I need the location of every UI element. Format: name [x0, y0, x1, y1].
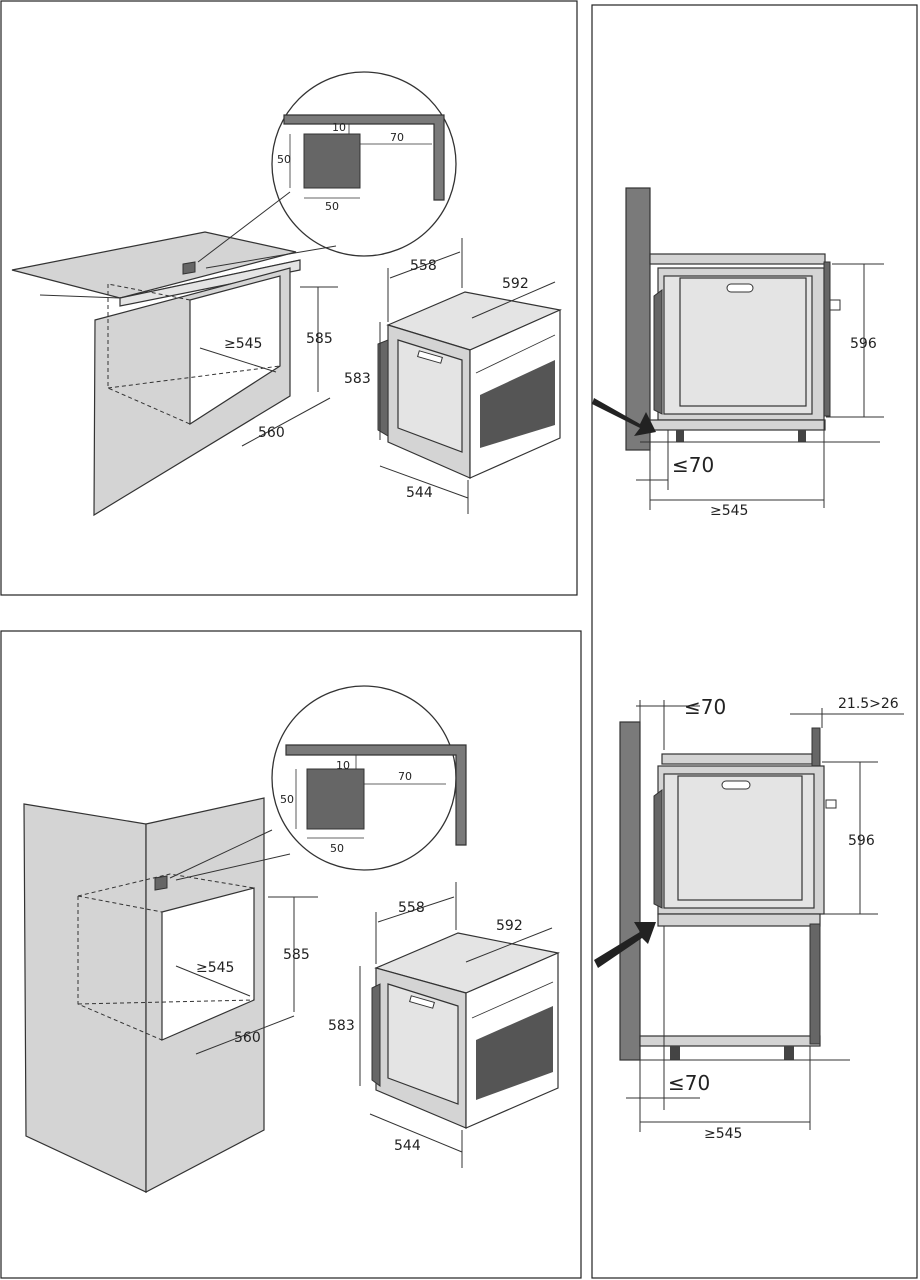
top-left-diagram: ≥545 585 560 10 70 50 50 558 592 [11, 71, 562, 517]
arrow-icon-2 [594, 922, 656, 968]
vent-cutout [182, 261, 196, 275]
right-bottom-section: ≤70 21.5>26 596 ≤70 ≥545 [594, 695, 904, 1142]
niche-width-label-2: 560 [234, 1030, 261, 1046]
vent-square [303, 133, 361, 189]
niche-depth-label: ≥545 [224, 336, 262, 352]
right-top-gap-label: ≤70 [672, 453, 714, 477]
detail-dim-70: 70 [390, 131, 404, 144]
vent-square-2 [306, 768, 365, 830]
detail-dim-50-side-2: 50 [280, 793, 294, 806]
oven-height-label-2: 583 [328, 1018, 355, 1034]
oven-depth-bottom-label: 544 [406, 485, 433, 501]
wall-top [625, 187, 651, 451]
oven-width-label: 592 [502, 276, 529, 292]
detail-magnifier [271, 71, 457, 257]
niche-width-label: 560 [258, 425, 285, 441]
right-top-depth-label: ≥545 [710, 503, 748, 519]
oven-width-label-2: 592 [496, 918, 523, 934]
panel-frame-top-left [0, 0, 578, 596]
detail-dim-50-side: 50 [277, 153, 291, 166]
right-bottom-height-label: 596 [848, 833, 875, 849]
panel-frame-right [591, 4, 918, 1279]
oven-depth-top-label: 558 [410, 258, 437, 274]
right-bottom-depth-label: ≥545 [704, 1126, 742, 1142]
right-bottom-offset-label: 21.5>26 [838, 696, 899, 712]
detail-dim-10-2: 10 [336, 759, 350, 772]
oven-height-label: 583 [344, 371, 371, 387]
right-top-height-label: 596 [850, 336, 877, 352]
niche-depth-label-2: ≥545 [196, 960, 234, 976]
bottom-left-diagram: ≥545 585 560 10 70 50 50 558 592 583 [23, 685, 560, 1193]
oven-depth-top-label-2: 558 [398, 900, 425, 916]
niche-opening [189, 275, 281, 426]
wall-bottom [619, 721, 641, 1061]
right-bottom-gap-top-label: ≤70 [684, 695, 726, 719]
oven-isometric [377, 291, 562, 479]
detail-dim-50-bottom: 50 [325, 200, 339, 213]
panel-frame-bottom-left [0, 630, 582, 1279]
niche-height-label-2: 585 [283, 947, 310, 963]
detail-dim-70-2: 70 [398, 770, 412, 783]
countertop [11, 231, 297, 299]
right-top-section: 596 ≤70 ≥545 [592, 187, 884, 519]
right-bottom-gap-label: ≤70 [668, 1071, 710, 1095]
tall-cabinet-side [23, 803, 147, 1193]
oven-isometric-2 [371, 932, 560, 1129]
detail-dim-50-bottom-2: 50 [330, 842, 344, 855]
oven-depth-bottom-label-2: 544 [394, 1138, 421, 1154]
detail-dim-10: 10 [332, 121, 346, 134]
arrow-icon [592, 398, 656, 436]
niche-height-label: 585 [306, 331, 333, 347]
